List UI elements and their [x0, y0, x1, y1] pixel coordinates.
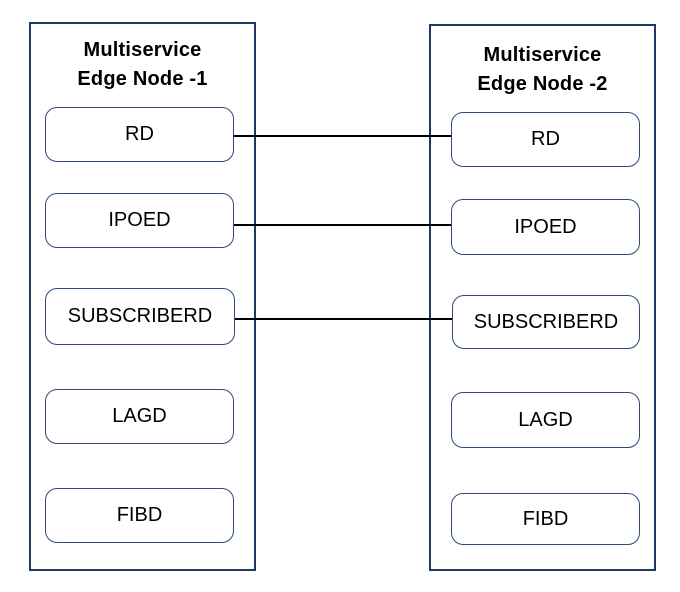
- node-2-title: Multiservice Edge Node -2: [431, 41, 654, 99]
- node-1-module-subscriberd: SUBSCRIBERD: [45, 288, 235, 345]
- node-1-title: Multiservice Edge Node -1: [31, 36, 254, 94]
- node-2-title-line-2: Edge Node -2: [477, 73, 608, 95]
- node-1-title-line-2: Edge Node -1: [77, 68, 208, 90]
- node-1-title-line-1: Multiservice: [83, 39, 202, 61]
- node-1-module-fibd: FIBD: [45, 488, 234, 543]
- node-2-module-lagd: LAGD: [451, 392, 640, 448]
- node-1-module-ipoed: IPOED: [45, 193, 234, 248]
- node-2-module-rd: RD: [451, 112, 640, 167]
- node-2-module-subscriberd: SUBSCRIBERD: [452, 295, 640, 349]
- connector-ipoed-line: [234, 224, 451, 226]
- node-2-module-ipoed: IPOED: [451, 199, 640, 255]
- node-2-title-line-1: Multiservice: [483, 44, 602, 66]
- node-2-module-fibd: FIBD: [451, 493, 640, 545]
- connector-rd-line: [234, 135, 451, 137]
- connector-subscriberd-line: [235, 318, 452, 320]
- node-1-module-rd: RD: [45, 107, 234, 162]
- node-1-module-lagd: LAGD: [45, 389, 234, 444]
